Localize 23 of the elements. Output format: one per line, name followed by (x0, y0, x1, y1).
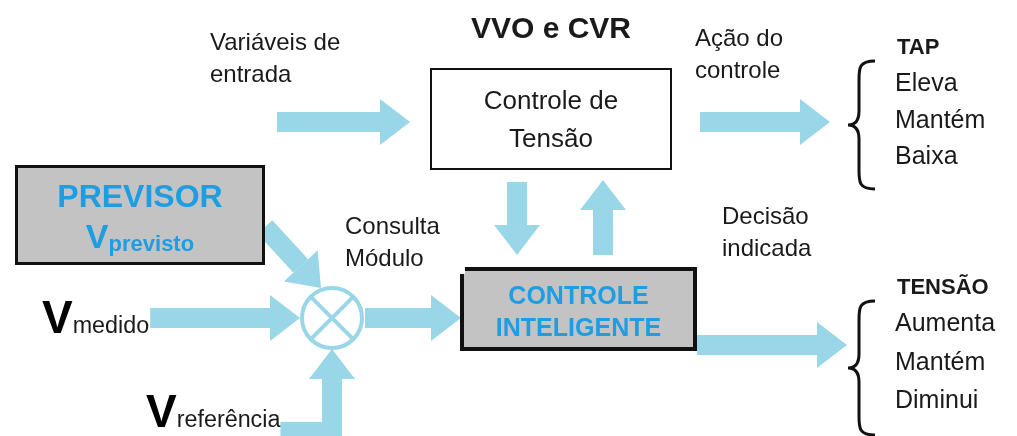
block-arrow (700, 99, 830, 145)
box-title: PREVISOR (56, 177, 224, 216)
option-label: Eleva (895, 68, 958, 97)
block-arrow (280, 349, 355, 436)
box-label: CONTROLE INTELIGENTE (494, 280, 663, 343)
group-heading: TENSÃO (897, 274, 989, 300)
block-arrow (365, 295, 461, 341)
option-label: Baixa (895, 141, 958, 171)
option-label: Diminui (895, 385, 979, 415)
box-label: Controle de Tensão (482, 84, 620, 155)
block-arrow (277, 99, 410, 145)
block-arrow (150, 295, 300, 341)
option-label: Mantém (895, 346, 986, 376)
block-arrow (580, 180, 626, 255)
group-heading: TAP (897, 34, 940, 60)
block-arrow (494, 182, 540, 255)
forecast-box (15, 165, 265, 265)
block-arrow (697, 322, 847, 368)
option-label: Aumenta (895, 308, 996, 337)
controller-box (460, 267, 697, 351)
option-label: Mantém (895, 104, 986, 134)
multiplier-circle (299, 285, 365, 351)
variable-label: V$_{previsto}$ (84, 216, 196, 259)
